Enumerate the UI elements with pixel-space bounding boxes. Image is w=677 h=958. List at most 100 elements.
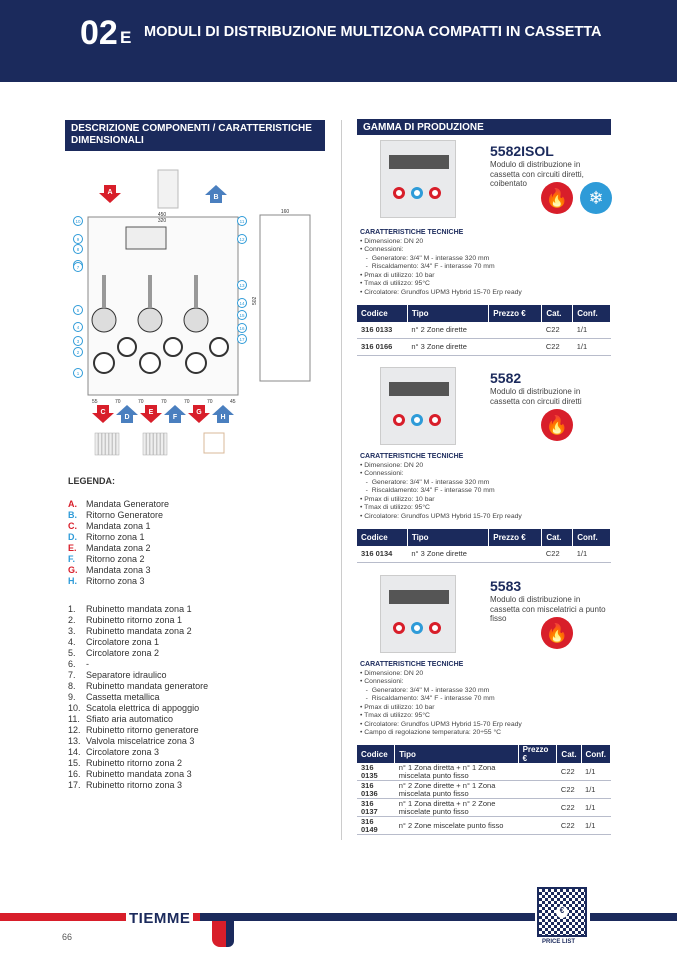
legend-key: 1. [68, 604, 76, 614]
spec-line: • Campo di regolazione temperatura: 20÷5… [360, 729, 502, 736]
legend-key: 7. [68, 670, 76, 680]
legend-key: 15. [68, 758, 81, 768]
cell: C22 [556, 763, 582, 781]
col-0: Codice [357, 745, 396, 763]
arrow-E: E [140, 405, 162, 423]
arrow-C: C [92, 405, 114, 423]
cell: 316 0137 [357, 798, 395, 817]
svg-text:13: 13 [239, 283, 245, 288]
product-description: Modulo di distribuzione in cassetta con … [490, 595, 606, 623]
footer-navy-bar-right [590, 913, 677, 921]
svg-text:12: 12 [239, 237, 245, 242]
svg-text:D: D [124, 414, 129, 421]
cabinet-side [259, 214, 311, 382]
legend-text: Circolatore zona 1 [86, 637, 160, 647]
cell [488, 545, 542, 563]
legend-text: Rubinetto ritorno zona 1 [86, 615, 183, 625]
specs-title: CARATTERISTICHE TECNICHE [360, 661, 464, 668]
legend-key: 13. [68, 736, 81, 746]
svg-text:F: F [173, 414, 178, 421]
svg-text:4: 4 [77, 325, 80, 330]
specs-title: CARATTERISTICHE TECNICHE [360, 453, 464, 460]
spec-line: • Tmax di utilizzo: 95°C [360, 504, 430, 511]
col-4: Conf. [572, 528, 611, 546]
legend-text: Separatore idraulico [86, 670, 167, 680]
cell: 316 0135 [357, 763, 395, 781]
cell: 1/1 [581, 798, 611, 817]
legend-key: 11. [68, 714, 80, 724]
col-4: Conf. [572, 304, 611, 322]
spec-line: - Generatore: 3/4" M - interasse 320 mm [360, 254, 490, 262]
flame-icon: 🔥 [541, 182, 573, 214]
divider [341, 120, 342, 840]
header-band [0, 0, 677, 82]
cell: C22 [541, 545, 573, 563]
spec-line: - Riscaldamento: 3/4" F - interasse 70 m… [360, 695, 495, 702]
cell: C22 [541, 321, 573, 339]
callout-13: 13 [237, 280, 247, 290]
col-3: Cat. [541, 528, 574, 546]
cell: 1/1 [572, 338, 611, 356]
cell [488, 338, 542, 356]
svg-text:70: 70 [161, 399, 167, 405]
right-section-heading: GAMMA DI PRODUZIONE [357, 119, 611, 135]
cell: 1/1 [581, 780, 611, 799]
callout-12: 12 [237, 234, 247, 244]
svg-text:C: C [100, 409, 105, 416]
svg-text:55: 55 [92, 399, 98, 405]
legend-key: 8. [68, 681, 76, 691]
legend-item: 15.Rubinetto ritorno zona 2 [68, 758, 208, 769]
legend-key: 9. [68, 692, 76, 702]
svg-text:70: 70 [207, 399, 213, 405]
qr-code[interactable]: € [537, 887, 587, 937]
legend-key: A. [68, 499, 77, 509]
cell: n° 2 Zone dirette [407, 321, 489, 339]
legend-key: 12. [68, 725, 81, 735]
legend-key: E. [68, 543, 77, 553]
legend-text: Circolatore zona 3 [86, 747, 160, 757]
spec-line: • Circolatore: Grundfos UPM3 Hybrid 15-7… [360, 288, 522, 296]
legend-item: 10.Scatola elettrica di appoggio [68, 703, 208, 714]
col-4: Conf. [581, 745, 612, 763]
callout-2: 2 [73, 347, 83, 357]
legend-item: 2.Rubinetto ritorno zona 1 [68, 615, 208, 626]
legend-key: 6. [68, 659, 76, 669]
legend-item: H.Ritorno zona 3 [68, 576, 169, 587]
callout-11: 11 [237, 216, 247, 226]
snowflake-icon: ❄ [580, 182, 612, 214]
callout-1: 1 [73, 368, 83, 378]
cell: n° 2 Zone miscelate punto fisso [394, 816, 519, 835]
product-image [380, 575, 456, 653]
legend-item: 1.Rubinetto mandata zona 1 [68, 604, 208, 615]
footer-curve [212, 913, 226, 947]
legend-item: 11.Sfiato aria automatico [68, 714, 208, 725]
svg-text:2: 2 [77, 350, 80, 355]
legend-text: Circolatore zona 2 [86, 648, 160, 658]
spec-line: • Tmax di utilizzo: 95°C [360, 280, 430, 287]
legend-key: 16. [68, 769, 81, 779]
legend-item: 7. Separatore idraulico [68, 670, 208, 681]
cell [488, 321, 542, 339]
cell: 316 0133 [357, 321, 408, 339]
svg-text:10: 10 [75, 219, 81, 224]
callout-10: 10 [73, 216, 83, 226]
cell [518, 763, 557, 781]
flame-icon: 🔥 [541, 409, 573, 441]
floor-heating-icon [203, 432, 225, 454]
svg-text:9: 9 [77, 237, 80, 242]
arrow-H: H [212, 405, 234, 423]
cell: 1/1 [581, 763, 611, 781]
spec-line: • Circolatore: Grundfos UPM3 Hybrid 15-7… [360, 512, 522, 520]
callout-14: 14 [237, 298, 247, 308]
footer-navy-bar [200, 913, 535, 921]
callout-16: 16 [237, 323, 247, 333]
cell: n° 1 Zona diretta + n° 2 Zone miscelate … [394, 798, 519, 817]
legend-key: G. [68, 565, 78, 575]
legend-text: Mandata zona 2 [86, 543, 151, 553]
svg-text:160: 160 [281, 209, 290, 215]
legend-item: 4.Circolatore zona 1 [68, 637, 208, 648]
